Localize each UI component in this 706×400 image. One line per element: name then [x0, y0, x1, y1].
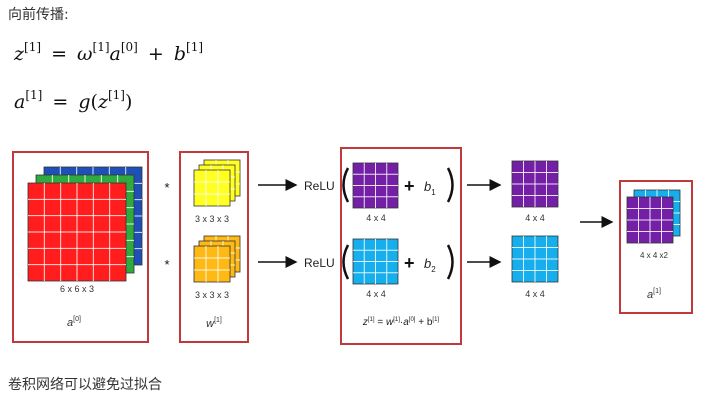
weights-frame: [179, 151, 249, 343]
conv-frame: [340, 147, 462, 345]
eq1-lhs: z: [14, 43, 25, 65]
section-heading: 向前传播:: [8, 7, 69, 23]
grid-background: [193, 169, 231, 207]
eq1-lhs-sup: [1]: [24, 40, 42, 54]
paren-close-1: [446, 167, 454, 203]
conv-operator-1: *: [164, 180, 169, 195]
final-output-volume: [626, 189, 681, 244]
conv-output-1-grid: [352, 162, 399, 209]
activated-output-2-size: 4 x 4: [525, 289, 545, 299]
equation-z1: z[1] = ω[1]a[0] + b[1]: [14, 40, 203, 65]
relu-label-1: ReLU: [304, 179, 335, 193]
eq2-close-paren: ): [124, 91, 133, 113]
eq2-lhs: a: [14, 91, 26, 113]
filter-2-size-label: 3 x 3 x 3: [195, 290, 229, 300]
z1-formula: z[1] = w[1]·a[0] + b[1]: [362, 317, 440, 328]
eq2-z-sup: [1]: [107, 88, 125, 102]
eq1-b-sup: [1]: [186, 40, 204, 54]
eq1-w: ω: [77, 43, 93, 65]
eq1-a-sup: [0]: [120, 40, 138, 54]
filter-2-layer-front: [193, 245, 231, 283]
footer-note: 卷积网络可以避免过拟合: [8, 377, 162, 393]
grid-background: [193, 245, 231, 283]
activated-output-1-grid: [511, 160, 559, 208]
eq2-g: g: [78, 91, 91, 113]
final-volume-label: a[1]: [647, 288, 661, 301]
filter-2-volume: [193, 235, 241, 283]
equation-a1: a[1] = g(z[1]): [14, 88, 132, 113]
input-size-label: 6 x 6 x 3: [60, 284, 94, 294]
output-frame: [619, 180, 693, 314]
eq2-equals: =: [52, 91, 69, 113]
final-layer-purple: [626, 196, 674, 244]
paren-open-1: [342, 167, 350, 203]
paren-close-2: [446, 244, 454, 280]
activated-output-1-size: 4 x 4: [525, 213, 545, 223]
bias-1-label: b1: [424, 179, 436, 197]
conv-output-2-size: 4 x 4: [366, 289, 386, 299]
input-volume: [27, 166, 143, 282]
eq2-open-paren: (: [90, 91, 98, 113]
eq2-lhs-sup: [1]: [25, 88, 43, 102]
relu-label-2: ReLU: [304, 256, 335, 270]
activated-output-2-grid: [511, 235, 559, 283]
eq1-plus: +: [147, 43, 164, 65]
conv-output-1-size: 4 x 4: [366, 213, 386, 223]
eq2-z: z: [97, 91, 108, 113]
conv-operator-2: *: [164, 257, 169, 272]
bias-2-label: b2: [424, 256, 436, 274]
filter-1-layer-front: [193, 169, 231, 207]
conv-output-2-grid: [352, 238, 399, 285]
eq1-b: b: [173, 43, 187, 65]
plus-sign-1: +: [404, 176, 415, 196]
eq1-w-sup: [1]: [92, 40, 110, 54]
paren-open-2: [342, 244, 350, 280]
plus-sign-2: +: [404, 253, 415, 273]
filter-1-size-label: 3 x 3 x 3: [195, 214, 229, 224]
input-frame: [12, 151, 149, 343]
input-name-label: a[0]: [67, 316, 81, 329]
input-channel-red: [27, 182, 127, 282]
eq1-a: a: [109, 43, 121, 65]
final-volume-size: 4 x 4 x2: [640, 251, 669, 260]
weights-label: w[1]: [206, 317, 222, 330]
eq1-equals: =: [51, 43, 67, 65]
filter-1-volume: [193, 159, 241, 207]
